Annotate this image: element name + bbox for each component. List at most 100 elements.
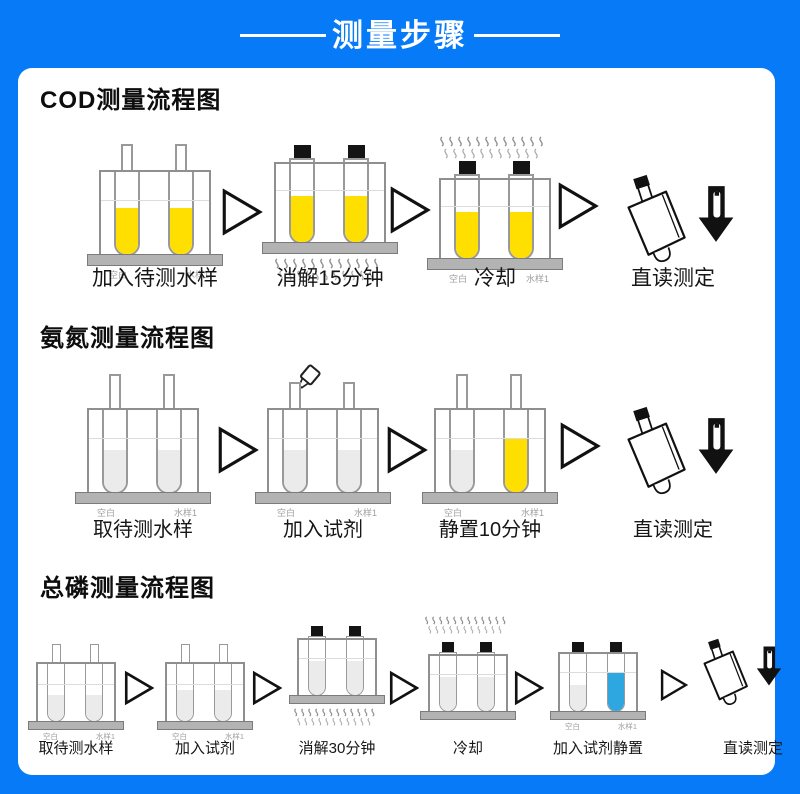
test-tube-rack: 空白水样1 [427,161,563,284]
flow-arrow-icon [124,670,154,706]
tube-liquid [170,208,192,254]
tube-body [569,652,587,712]
tube-cap [311,626,323,636]
tube-neck [456,374,468,408]
tube-body [336,408,362,494]
tube-cap [610,642,622,652]
tube-label-blank: 空白 [109,270,128,280]
test-tube-rack: 空白水样1 [157,642,253,741]
rack-base [157,721,253,730]
tube-labels: 空白水样1 [449,272,549,285]
step-figure: 空白水样1 取待测水样 [21,616,131,758]
tube-liquid [309,661,325,695]
test-tube [168,144,194,256]
tube-body [47,662,65,722]
rack-frame [267,408,379,494]
step-figure: 直读测定 [588,134,758,292]
photometer-icon [627,174,686,263]
tube-liquid [86,695,102,721]
header-rule-left [240,34,326,37]
tube-neck [343,382,355,408]
steam-waves-icon [440,136,543,159]
step-caption: 直读测定 [631,267,715,290]
test-tube [114,144,140,256]
tube-labels: 空白 水样1 [565,721,637,732]
tube-label-sample: 水样1 [95,732,115,741]
tube-cap [347,145,365,158]
tube-body [477,652,495,712]
tube-liquid [505,438,527,492]
tube-liquid [451,450,473,492]
tube-body [454,174,480,260]
tube-label-blank: 空白 [449,274,468,284]
tube-liquid [456,212,478,258]
tube-body [607,652,625,712]
flow-arrow-icon [389,670,419,706]
tube-neck [510,374,522,408]
test-tube [569,642,587,712]
test-tube [508,161,534,260]
photometer-icon [627,406,686,495]
tube-liquid [177,690,193,721]
tube-body [168,170,194,256]
tube-neck [163,374,175,408]
tube-labels: 空白 水样1 [43,731,115,742]
tube-neck [218,644,228,662]
tube-liquid [510,212,532,258]
tube-neck [175,144,187,170]
step-figure: 直读测定 [588,360,758,542]
step-caption: 加入待测水样 [92,267,218,290]
flow-arrow-icon [514,670,544,706]
tube-cap [293,145,311,158]
tube-neck [51,644,61,662]
rack-mid-rail [436,438,544,439]
step-caption: 直读测定 [633,519,713,541]
tube-cap [512,161,530,174]
tube-labels: 空白水样1 [172,731,244,742]
step-figure: 消解30分钟 [277,616,397,758]
step-figure: 空白水样1 静置10分钟 [405,360,575,542]
down-arrow-icon [698,418,734,474]
flow-arrow-icon [218,426,259,474]
tube-body [176,662,194,722]
tube-body [85,662,103,722]
rack-mid-rail [167,684,243,685]
rack-frame [297,638,377,696]
tube-body [102,408,128,494]
tube-body [449,408,475,494]
page-title: 测量步骤 [332,18,468,53]
rack-mid-rail [430,674,506,675]
tube-cap [480,642,492,652]
tube-liquid [215,690,231,721]
rack-base [75,492,211,504]
test-tube [85,644,103,722]
step-figure: 空白水样1 加入待测水样 [70,134,240,292]
test-tube-rack: 空白 水样1 [28,642,124,741]
tube-label-blank: 空白 [172,732,187,741]
tube-liquid [347,661,363,695]
tube-cap [458,161,476,174]
tube-labels: 空白水样1 [97,506,197,519]
step-caption: 消解30分钟 [298,740,376,757]
test-tube [336,382,362,494]
test-tube [607,642,625,712]
rack-frame [87,408,199,494]
tube-liquid [158,450,180,492]
step-caption: 加入试剂 [283,519,363,541]
step-caption: 静置10分钟 [438,519,542,541]
tube-liquid [116,208,138,254]
step-figure: 直读测定 [663,616,785,758]
rack-frame [165,662,245,722]
rack-base [420,711,516,720]
tube-cap [442,642,454,652]
tube-label-sample: 水样1 [617,722,637,731]
tube-label-blank: 空白 [97,508,116,518]
rack-frame [558,652,638,712]
down-arrow-icon [698,186,734,242]
test-tube [346,626,364,696]
tube-label-blank: 空白 [565,722,580,731]
tube-label-blank: 空白 [43,732,58,741]
rack-mid-rail [276,190,384,191]
test-tube [454,161,480,260]
test-tube-rack: 空白水样1 [255,380,391,518]
